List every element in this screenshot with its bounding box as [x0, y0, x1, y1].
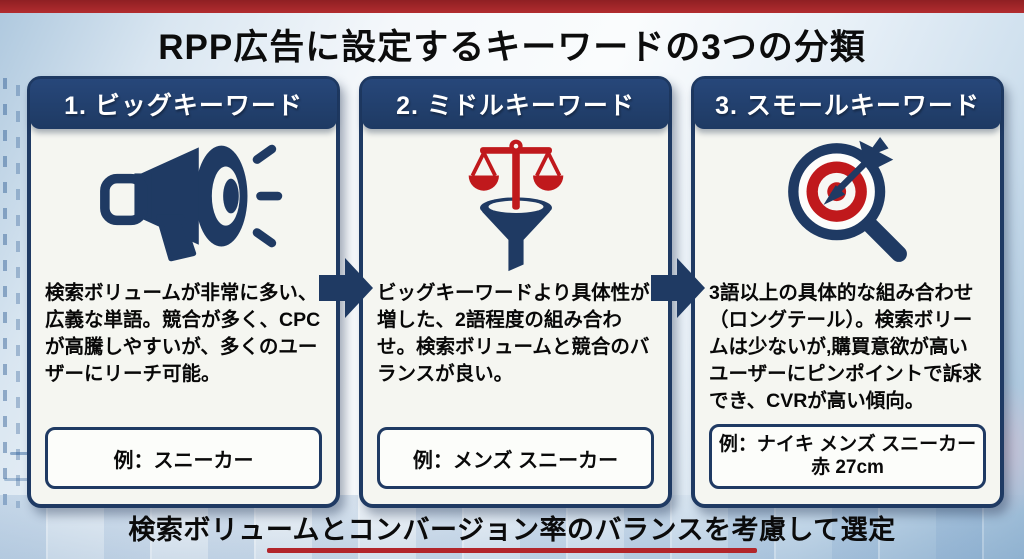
top-red-bar — [0, 0, 1024, 13]
card-middle-keyword-description: ビッグキーワードより具体性が増した、2語程度の組み合わせ。検索ボリュームと競合の… — [377, 282, 650, 385]
card-big-keyword-header: 1. ビッグキーワード — [30, 79, 337, 129]
card-middle-keyword-icon-area — [363, 128, 668, 278]
footer-note: 検索ボリュームとコンバージョン率のバランスを考慮して選定 — [128, 515, 896, 545]
card-big-keyword-example: 例：スニーカー — [45, 427, 322, 489]
card-small-keyword-header: 3. スモールキーワード — [694, 79, 1001, 129]
card-small-keyword-example: 例：ナイキ メンズ スニーカー 赤 27cm — [709, 423, 986, 489]
circuit-pattern-left — [3, 78, 29, 508]
footer-red-underline — [267, 548, 757, 553]
megaphone-icon — [99, 144, 282, 262]
card-middle-keyword: 2. ミドルキーワード — [359, 76, 672, 508]
card-middle-keyword-header: 2. ミドルキーワード — [362, 79, 669, 129]
scale-funnel-icon — [468, 139, 563, 272]
card-big-keyword: 1. ビッグキーワード 検索ボリュームが非常に多い、広義な単語。 — [27, 76, 340, 508]
target-magnifier-icon — [787, 137, 907, 262]
card-middle-keyword-example: 例：メンズ スニーカー — [377, 427, 654, 489]
card-small-keyword-description: 3語以上の具体的な組み合わせ（ロングテール）。検索ボリームは少ないが,購買意欲が… — [709, 282, 982, 412]
card-big-keyword-description: 検索ボリュームが非常に多い、広義な単語。競合が多く、CPCが高騰しやすいが、多く… — [45, 282, 321, 385]
card-small-keyword: 3. スモールキーワード 3語以上の具体的な組み合わせ（ロングテール）。検索ボリ… — [691, 76, 1004, 508]
arrow-right-icon — [651, 258, 705, 318]
card-small-keyword-icon-area — [695, 128, 1000, 278]
page-title: RPP広告に設定するキーワードの3つの分類 — [158, 27, 866, 67]
arrow-right-icon — [319, 258, 373, 318]
card-big-keyword-icon-area — [31, 128, 336, 278]
